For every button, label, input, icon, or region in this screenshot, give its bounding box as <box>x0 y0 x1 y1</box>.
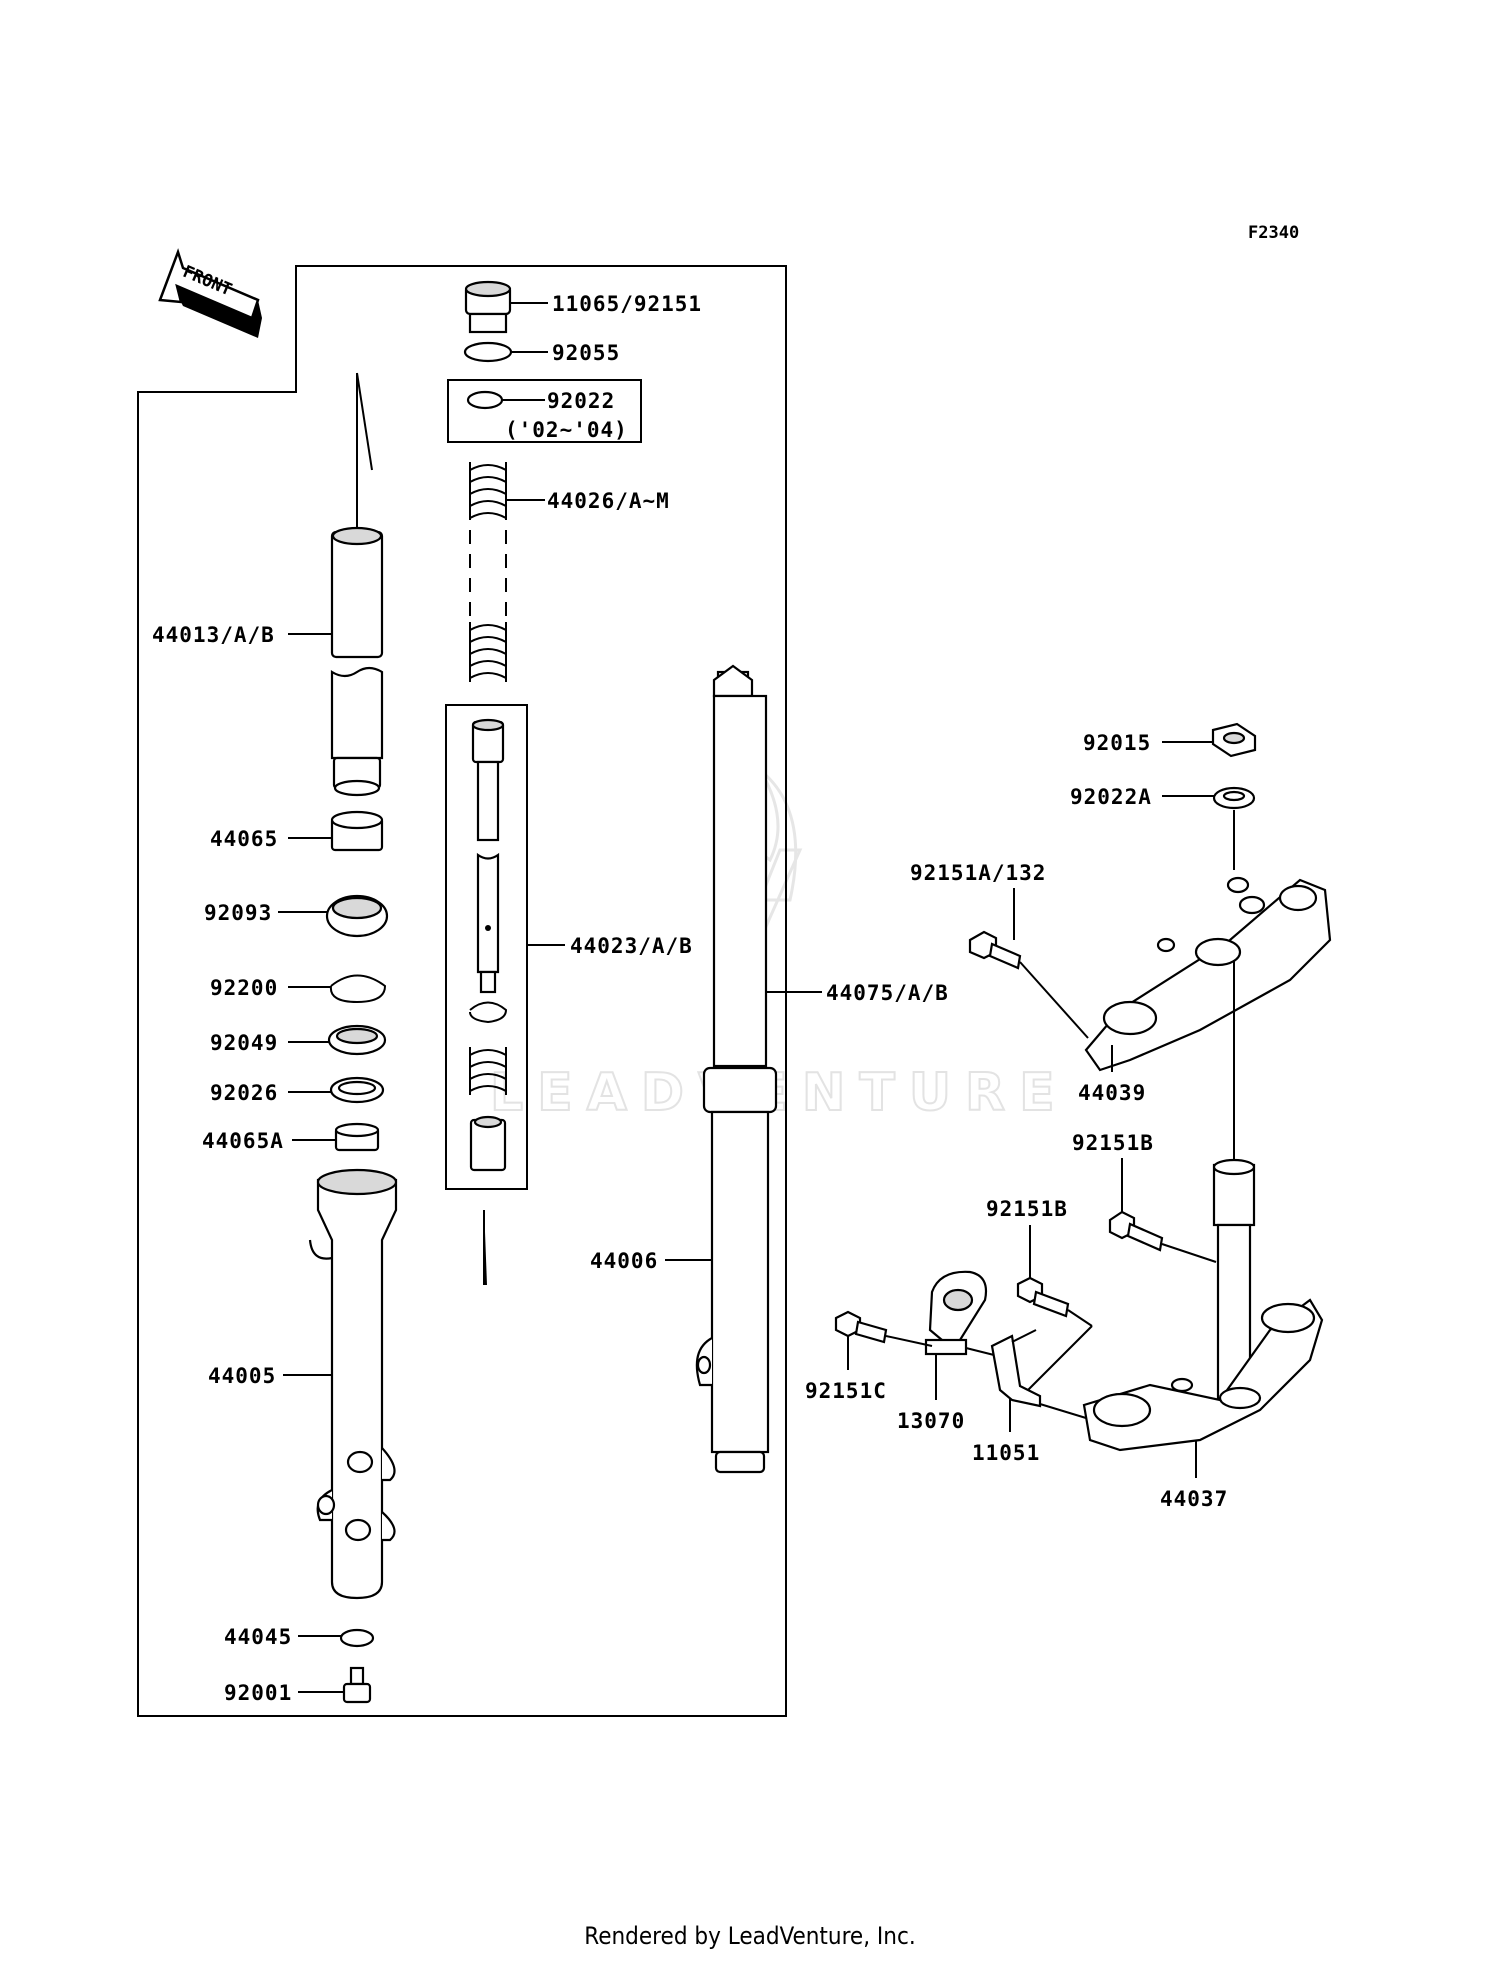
label-92015[interactable]: 92015 <box>1083 731 1151 755</box>
label-11051[interactable]: 11051 <box>972 1441 1040 1465</box>
label-92055[interactable]: 92055 <box>552 341 620 365</box>
label-13070[interactable]: 13070 <box>897 1409 965 1433</box>
label-44065A[interactable]: 44065A <box>202 1129 284 1153</box>
fork-cap-spring-group <box>445 280 642 1286</box>
label-92151A-132[interactable]: 92151A/132 <box>910 861 1046 885</box>
label-92151B-lower[interactable]: 92151B <box>986 1197 1068 1221</box>
diagram-code: F2340 <box>1248 223 1299 243</box>
label-44026[interactable]: 44026/A~M <box>547 489 670 513</box>
label-92022A[interactable]: 92022A <box>1070 785 1152 809</box>
label-92200[interactable]: 92200 <box>210 976 278 1000</box>
label-92151B-upper[interactable]: 92151B <box>1072 1131 1154 1155</box>
label-92022-years: ('02~'04) <box>505 418 628 442</box>
label-11065-92151[interactable]: 11065/92151 <box>552 292 702 316</box>
label-44013[interactable]: 44013/A/B <box>152 623 275 647</box>
fork-assembly-frame <box>137 265 787 1717</box>
footer-credit: Rendered by LeadVenture, Inc. <box>584 1922 915 1950</box>
label-44039[interactable]: 44039 <box>1078 1081 1146 1105</box>
fork-spring <box>469 462 507 682</box>
watermark-text: LEADVENTURE <box>490 1063 1069 1123</box>
label-92001[interactable]: 92001 <box>224 1681 292 1705</box>
label-44065[interactable]: 44065 <box>210 827 278 851</box>
label-44037[interactable]: 44037 <box>1160 1487 1228 1511</box>
label-92049[interactable]: 92049 <box>210 1031 278 1055</box>
fork-inner-tube-group <box>695 664 778 1474</box>
label-44045[interactable]: 44045 <box>224 1625 292 1649</box>
fork-outer-tube-group <box>308 372 398 1704</box>
label-92093[interactable]: 92093 <box>204 901 272 925</box>
label-44005[interactable]: 44005 <box>208 1364 276 1388</box>
label-44006[interactable]: 44006 <box>590 1249 658 1273</box>
label-92026[interactable]: 92026 <box>210 1081 278 1105</box>
front-arrow-icon: FRONT <box>158 248 262 338</box>
label-44075[interactable]: 44075/A/B <box>826 981 949 1005</box>
label-44023[interactable]: 44023/A/B <box>570 934 693 958</box>
label-92022[interactable]: 92022 <box>547 389 615 413</box>
part-labels: 11065/92151 92055 92022 ('02~'04) 44026/… <box>152 292 1228 1705</box>
steering-assembly-group <box>834 722 1332 1452</box>
label-92151C[interactable]: 92151C <box>805 1379 887 1403</box>
leader-lines <box>278 302 1217 1693</box>
